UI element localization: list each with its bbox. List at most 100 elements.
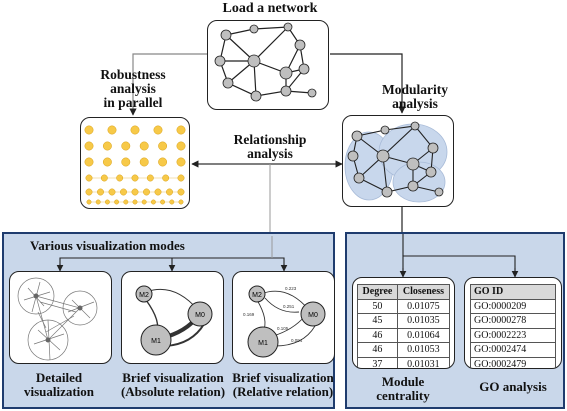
degree-header: Degree xyxy=(357,284,398,300)
robust-node xyxy=(143,188,150,196)
go-id-cell: GO:0002223 xyxy=(470,327,556,343)
closeness-header: Closeness xyxy=(396,284,451,300)
closeness-cell: 0.01031 xyxy=(396,356,451,368)
arrow-to-modularity xyxy=(330,53,406,114)
go-id-cell: GO:0002479 xyxy=(470,356,556,368)
node-m0: M0 xyxy=(195,312,205,319)
node-m1: M1 xyxy=(258,340,268,347)
table-row: GO:0002474 xyxy=(470,342,556,358)
edge-label: 0.223 xyxy=(285,286,297,291)
node-m2: M2 xyxy=(252,292,262,299)
node-m2: M2 xyxy=(139,292,149,299)
detailed-visualization-card[interactable] xyxy=(9,271,112,364)
robust-node xyxy=(102,157,112,167)
robust-node xyxy=(97,188,104,196)
table-row: GO:0000209 xyxy=(470,298,556,314)
robust-node xyxy=(120,188,127,196)
robust-node xyxy=(162,174,170,182)
degree-cell: 45 xyxy=(357,313,398,329)
robustness-node-grid xyxy=(84,125,186,205)
robust-node xyxy=(139,157,149,167)
visualization-panel: Various visualization modes xyxy=(2,232,335,409)
robust-node xyxy=(84,141,94,151)
load-network-card[interactable] xyxy=(207,20,329,110)
modularity-card[interactable] xyxy=(342,115,454,207)
robust-node xyxy=(114,199,120,205)
closeness-cell: 0.01075 xyxy=(396,298,451,314)
edge-label: 0.251 xyxy=(283,304,295,309)
robust-node xyxy=(178,199,184,205)
degree-cell: 46 xyxy=(357,342,398,358)
robust-node xyxy=(166,188,173,196)
table-row: GO:0000278 xyxy=(470,313,556,329)
robust-node xyxy=(85,174,93,182)
robust-node xyxy=(141,199,147,205)
robust-node xyxy=(169,199,175,205)
closeness-cell: 0.01064 xyxy=(396,327,451,343)
degree-cell: 46 xyxy=(357,327,398,343)
closeness-cell: 0.01053 xyxy=(396,342,451,358)
robust-node xyxy=(176,157,186,167)
visualization-panel-title: Various visualization modes xyxy=(30,238,185,253)
load-network-title: Load a network xyxy=(222,1,318,16)
robust-node xyxy=(131,188,139,196)
robust-node xyxy=(85,188,93,196)
analysis-branch-arrows xyxy=(399,234,519,278)
absolute-module-graph: M2 M0 M1 xyxy=(135,285,213,356)
robustness-card[interactable] xyxy=(80,117,190,209)
modular-network-graph xyxy=(344,121,448,203)
mode-branch-arrows xyxy=(56,236,288,272)
go-id-cell: GO:0002474 xyxy=(470,342,556,358)
go-id-header: GO ID xyxy=(470,284,556,300)
node-m1: M1 xyxy=(151,338,161,345)
degree-cell: 50 xyxy=(357,298,398,314)
go-id-cell: GO:0000278 xyxy=(470,313,556,329)
edge-label: 0.105 xyxy=(277,326,289,331)
robust-node xyxy=(84,125,94,135)
robust-node xyxy=(86,199,92,205)
robust-node xyxy=(104,199,110,205)
absolute-relation-label: Brief visualization(Absolute relation) xyxy=(120,370,226,399)
robust-node xyxy=(130,125,140,135)
robust-node xyxy=(132,199,138,205)
robust-node xyxy=(131,174,139,182)
robust-node xyxy=(95,199,101,205)
closeness-cell: 0.01035 xyxy=(396,313,451,329)
robust-node xyxy=(116,174,124,182)
robust-node xyxy=(102,141,112,151)
robust-node xyxy=(153,125,163,135)
robust-node xyxy=(108,188,116,196)
relative-relation-label: Brief visualization(Relative relation) xyxy=(232,370,334,399)
table-row: GO:0002479 xyxy=(470,356,556,368)
robust-node xyxy=(100,174,108,182)
robust-node xyxy=(177,188,185,196)
network-graph xyxy=(214,22,317,102)
robust-node xyxy=(107,125,117,135)
table-row: GO:0002223 xyxy=(470,327,556,343)
robust-node xyxy=(123,199,129,205)
absolute-relation-card[interactable]: M2 M0 M1 xyxy=(121,271,224,364)
robust-node xyxy=(121,157,131,167)
relative-relation-card[interactable]: M2 M0 M1 0.223 0.251 0.169 0.105 0.094 xyxy=(232,271,335,364)
go-analysis-label: GO analysis xyxy=(479,379,547,394)
robust-node xyxy=(139,141,149,151)
robust-node xyxy=(176,125,186,135)
robust-node xyxy=(176,141,186,151)
robust-node xyxy=(150,199,156,205)
robust-node xyxy=(121,141,131,151)
node-m0: M0 xyxy=(308,312,318,319)
